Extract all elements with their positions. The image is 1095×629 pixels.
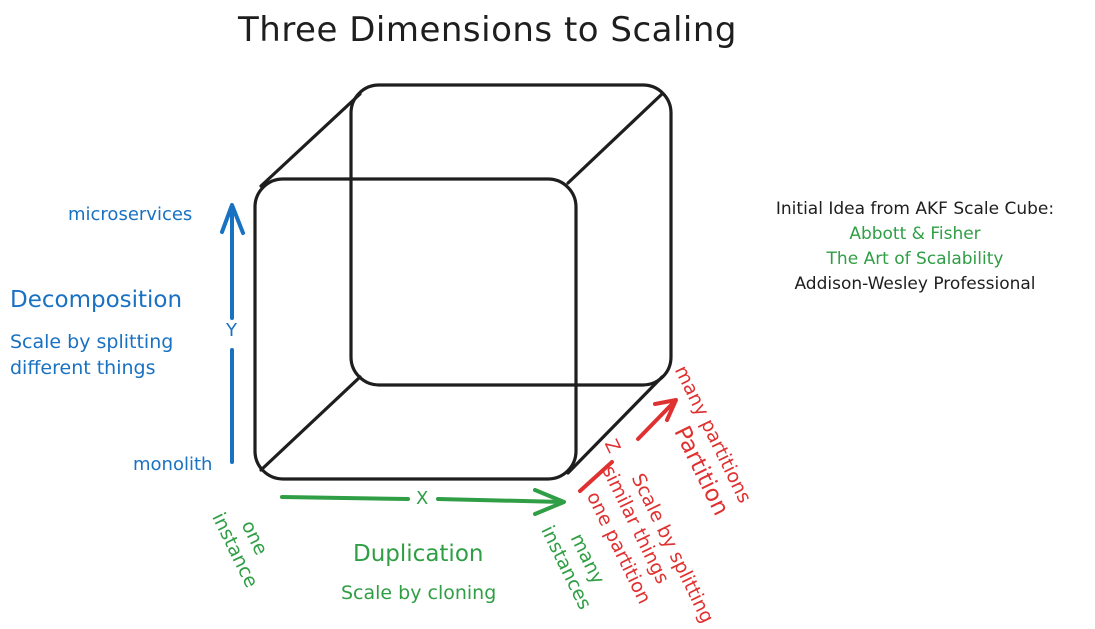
- reference-book: The Art of Scalability: [826, 249, 1004, 269]
- cube: [253, 83, 673, 481]
- cube-back-face: [349, 83, 673, 387]
- cube-edge-top-left: [259, 92, 362, 188]
- z-axis-arrow: [578, 398, 678, 493]
- cube-edge-bottom-right: [566, 375, 664, 475]
- reference-authors: Abbott & Fisher: [849, 224, 981, 244]
- reference-block: Initial Idea from AKF Scale Cube: Abbott…: [740, 197, 1090, 297]
- x-axis-arrow: [280, 488, 566, 516]
- x-axis-letter: X: [416, 488, 429, 509]
- y-axis-bottom-label: monolith: [133, 454, 213, 475]
- cube-edge-bottom-left: [259, 375, 362, 472]
- x-axis-heading: Duplication: [353, 541, 484, 567]
- reference-intro: Initial Idea from AKF Scale Cube:: [775, 199, 1055, 219]
- y-axis-letter: Y: [226, 320, 237, 341]
- y-axis-arrow: [220, 203, 245, 464]
- y-axis-description-line-1: Scale by splitting: [10, 331, 174, 353]
- diagram-title: Three Dimensions to Scaling: [238, 10, 738, 50]
- reference-publisher: Addison-Wesley Professional: [794, 274, 1036, 294]
- y-axis-description-line-2: different things: [10, 357, 156, 379]
- y-axis-top-label: microservices: [68, 204, 193, 225]
- x-axis-description: Scale by cloning: [341, 582, 497, 604]
- cube-edge-top-right: [566, 92, 664, 185]
- y-axis-heading: Decomposition: [10, 287, 183, 313]
- cube-front-face: [253, 177, 578, 481]
